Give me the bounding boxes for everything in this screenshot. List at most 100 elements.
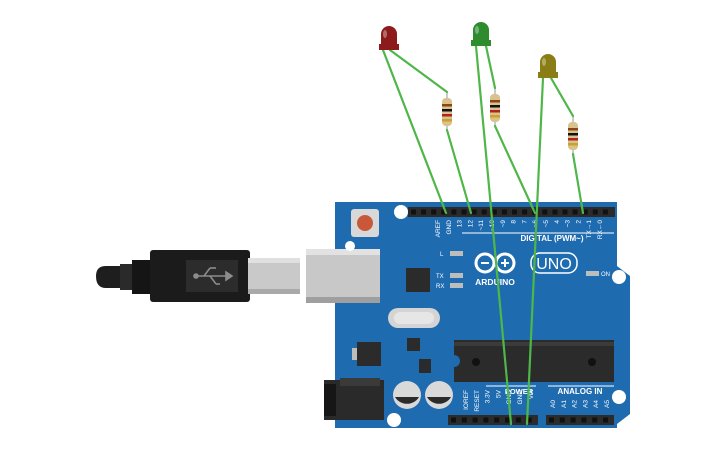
header-pin-hole[interactable]	[559, 417, 565, 423]
header-pin-hole[interactable]	[491, 209, 497, 215]
power-pin-label: GND	[506, 390, 513, 405]
header-pins[interactable]	[411, 209, 608, 423]
led-l	[450, 251, 463, 256]
wires[interactable]	[381, 44, 585, 426]
digital-header[interactable]	[408, 207, 615, 217]
reset-button[interactable]	[351, 209, 379, 237]
power-pin-label: 5V	[495, 389, 502, 398]
arduino-uno-board[interactable]: DIGITAL (PWM~) ANALOG IN POWER ON L TX R…	[306, 202, 630, 428]
led-l-label: L	[440, 252, 444, 258]
digital-pin-label: ~9	[500, 220, 507, 228]
header-pin-hole[interactable]	[552, 209, 558, 215]
wire[interactable]	[474, 44, 513, 426]
header-pin-hole[interactable]	[512, 209, 517, 215]
header-pin-hole[interactable]	[431, 209, 437, 215]
header-pin-hole[interactable]	[471, 209, 477, 215]
header-pin-hole[interactable]	[451, 417, 456, 423]
crystal-oscillator	[388, 308, 440, 328]
power-pin-label: 3.3V	[485, 389, 492, 403]
chip-icon	[407, 338, 420, 351]
power-pin-label: RESET	[474, 390, 481, 412]
header-pin-hole[interactable]	[411, 209, 416, 215]
analog-pin-label: A3	[582, 400, 589, 408]
analog-header-label: ANALOG IN	[558, 387, 603, 396]
header-pin-hole[interactable]	[461, 209, 467, 215]
capacitor-icon	[393, 381, 421, 409]
header-pin-hole[interactable]	[592, 209, 598, 215]
power-pin-label: GND	[517, 390, 524, 405]
header-pin-hole[interactable]	[582, 209, 588, 215]
header-pin-hole[interactable]	[505, 417, 510, 423]
header-pin-hole[interactable]	[483, 417, 489, 423]
header-pin-hole[interactable]	[494, 417, 500, 423]
header-pin-hole[interactable]	[592, 417, 598, 423]
wire[interactable]	[549, 76, 575, 118]
wire[interactable]	[525, 76, 545, 426]
analog-pin-label: A4	[593, 400, 600, 408]
header-pin-hole[interactable]	[522, 209, 528, 215]
header-pin-hole[interactable]	[515, 417, 521, 423]
resistor-icon[interactable]	[442, 92, 452, 130]
led-on	[586, 271, 599, 276]
header-pin-hole[interactable]	[441, 209, 447, 215]
mounting-hole	[387, 413, 401, 427]
header-pin-hole[interactable]	[602, 209, 608, 215]
power-header[interactable]	[448, 415, 538, 425]
header-pin-hole[interactable]	[542, 209, 548, 215]
header-pin-hole[interactable]	[562, 209, 568, 215]
wire[interactable]	[381, 48, 448, 215]
mounting-hole	[394, 205, 408, 219]
header-pin-hole[interactable]	[461, 417, 467, 423]
analog-header[interactable]	[546, 415, 614, 425]
digital-pin-label: TX→1	[586, 220, 593, 239]
header-pin-hole[interactable]	[526, 417, 532, 423]
header-pin-hole[interactable]	[549, 417, 554, 423]
dc-power-jack	[324, 378, 384, 420]
wire[interactable]	[493, 124, 537, 215]
wire[interactable]	[484, 44, 497, 90]
on-led-label: ON	[601, 272, 610, 278]
digital-pin-label: ~3	[565, 220, 572, 228]
header-pin-hole[interactable]	[501, 209, 507, 215]
analog-pin-label: A1	[561, 400, 568, 408]
digital-pin-label: 12	[467, 220, 474, 228]
led-tx	[450, 273, 463, 278]
power-pin-label: IOREF	[463, 390, 470, 410]
header-pin-hole[interactable]	[581, 417, 587, 423]
digital-pin-label: 8	[511, 220, 518, 224]
digital-pin-label: 13	[457, 220, 464, 228]
header-pin-hole[interactable]	[570, 417, 576, 423]
wire[interactable]	[445, 128, 473, 215]
led-yellow[interactable]	[538, 54, 558, 78]
analog-pin-label: A2	[572, 400, 579, 408]
header-pin-hole[interactable]	[603, 417, 608, 423]
voltage-regulator	[352, 342, 381, 366]
digital-pin-label: ~11	[478, 220, 485, 231]
mounting-hole	[612, 390, 626, 404]
digital-pin-label: ~5	[543, 220, 550, 228]
digital-pin-label: 2	[575, 220, 582, 224]
analog-pin-label: A0	[550, 400, 557, 408]
wire[interactable]	[571, 152, 585, 215]
led-rx-label: RX	[436, 284, 444, 290]
led-tx-label: TX	[436, 274, 444, 280]
resistor-icon[interactable]	[490, 88, 500, 126]
header-pin-hole[interactable]	[421, 209, 427, 215]
header-pin-hole[interactable]	[472, 417, 478, 423]
digital-header-label: DIGITAL (PWM~)	[520, 234, 583, 243]
chip-icon	[419, 359, 431, 373]
header-pin-hole[interactable]	[572, 209, 578, 215]
led-red[interactable]	[379, 26, 399, 50]
wire[interactable]	[388, 48, 449, 94]
analog-pin-label: A5	[604, 400, 611, 408]
usb-cable-icon[interactable]	[96, 250, 300, 302]
led-green[interactable]	[471, 22, 491, 46]
model-text: UNO	[536, 256, 572, 273]
header-pin-hole[interactable]	[481, 209, 487, 215]
resistor-icon[interactable]	[568, 116, 578, 154]
atmega-chip	[454, 340, 614, 382]
header-pin-hole[interactable]	[451, 209, 457, 215]
